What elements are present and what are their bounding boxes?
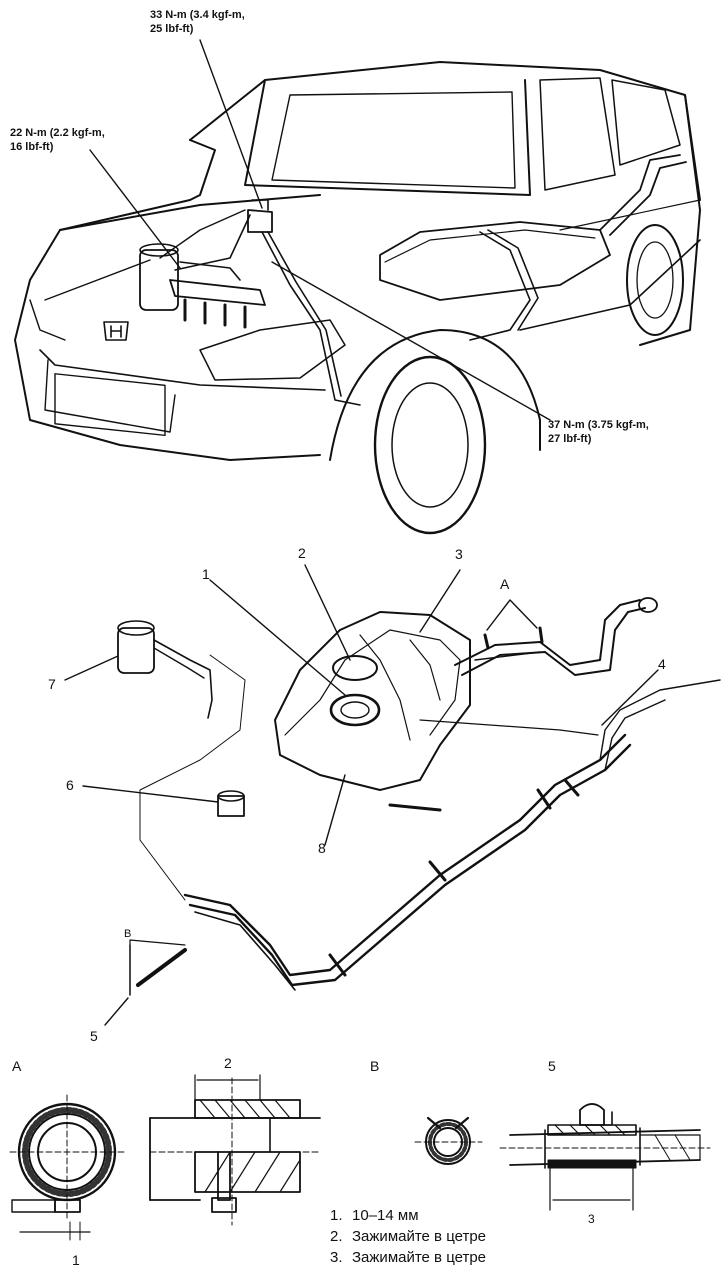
callout-4: 4	[658, 656, 666, 672]
legend-item-text: Зажимайте в цетре	[352, 1249, 487, 1266]
callout-1: 1	[202, 566, 210, 582]
fuel-system-exploded	[64, 564, 721, 1026]
car-illustration	[14, 39, 701, 535]
detail-a-dimension-1: 1	[72, 1252, 80, 1268]
torque-label-fuel-rail: 22 N-m (2.2 kgf-m, 16 lbf-ft)	[10, 127, 105, 153]
callout-2: 2	[298, 545, 306, 561]
legend-item: 2. Зажимайте в цетре	[330, 1226, 486, 1247]
legend: 1. 10–14 мм 2. Зажимайте в цетре 3. Зажи…	[330, 1205, 486, 1268]
callout-7: 7	[48, 676, 56, 692]
detail-b-drawing	[414, 1103, 711, 1211]
callout-6: 6	[66, 777, 74, 793]
legend-item: 1. 10–14 мм	[330, 1205, 486, 1226]
detail-b-callout-5: 5	[548, 1058, 556, 1074]
legend-item-number: 2.	[330, 1228, 343, 1245]
callout-8: 8	[318, 840, 326, 856]
legend-item-number: 3.	[330, 1249, 343, 1266]
legend-item-number: 1.	[330, 1207, 343, 1224]
detail-a-dimension-2: 2	[224, 1055, 232, 1071]
detail-b-dimension-3: 3	[588, 1212, 595, 1226]
callout-5: 5	[90, 1028, 98, 1044]
detail-a-label: A	[12, 1058, 22, 1074]
legend-item-text: 10–14 мм	[352, 1207, 419, 1224]
callout-3: 3	[455, 546, 463, 562]
torque-label-feed-line: 37 N-m (3.75 kgf-m, 27 lbf-ft)	[548, 419, 649, 445]
detail-a-drawing	[9, 1074, 321, 1241]
detail-b-label: B	[370, 1058, 380, 1074]
legend-item-text: Зажимайте в цетре	[352, 1228, 487, 1245]
legend-item: 3. Зажимайте в цетре	[330, 1247, 486, 1268]
callout-a: A	[500, 576, 510, 592]
torque-label-regulator: 33 N-m (3.4 kgf-m, 25 lbf-ft)	[150, 9, 245, 35]
callout-b: B	[124, 928, 132, 940]
